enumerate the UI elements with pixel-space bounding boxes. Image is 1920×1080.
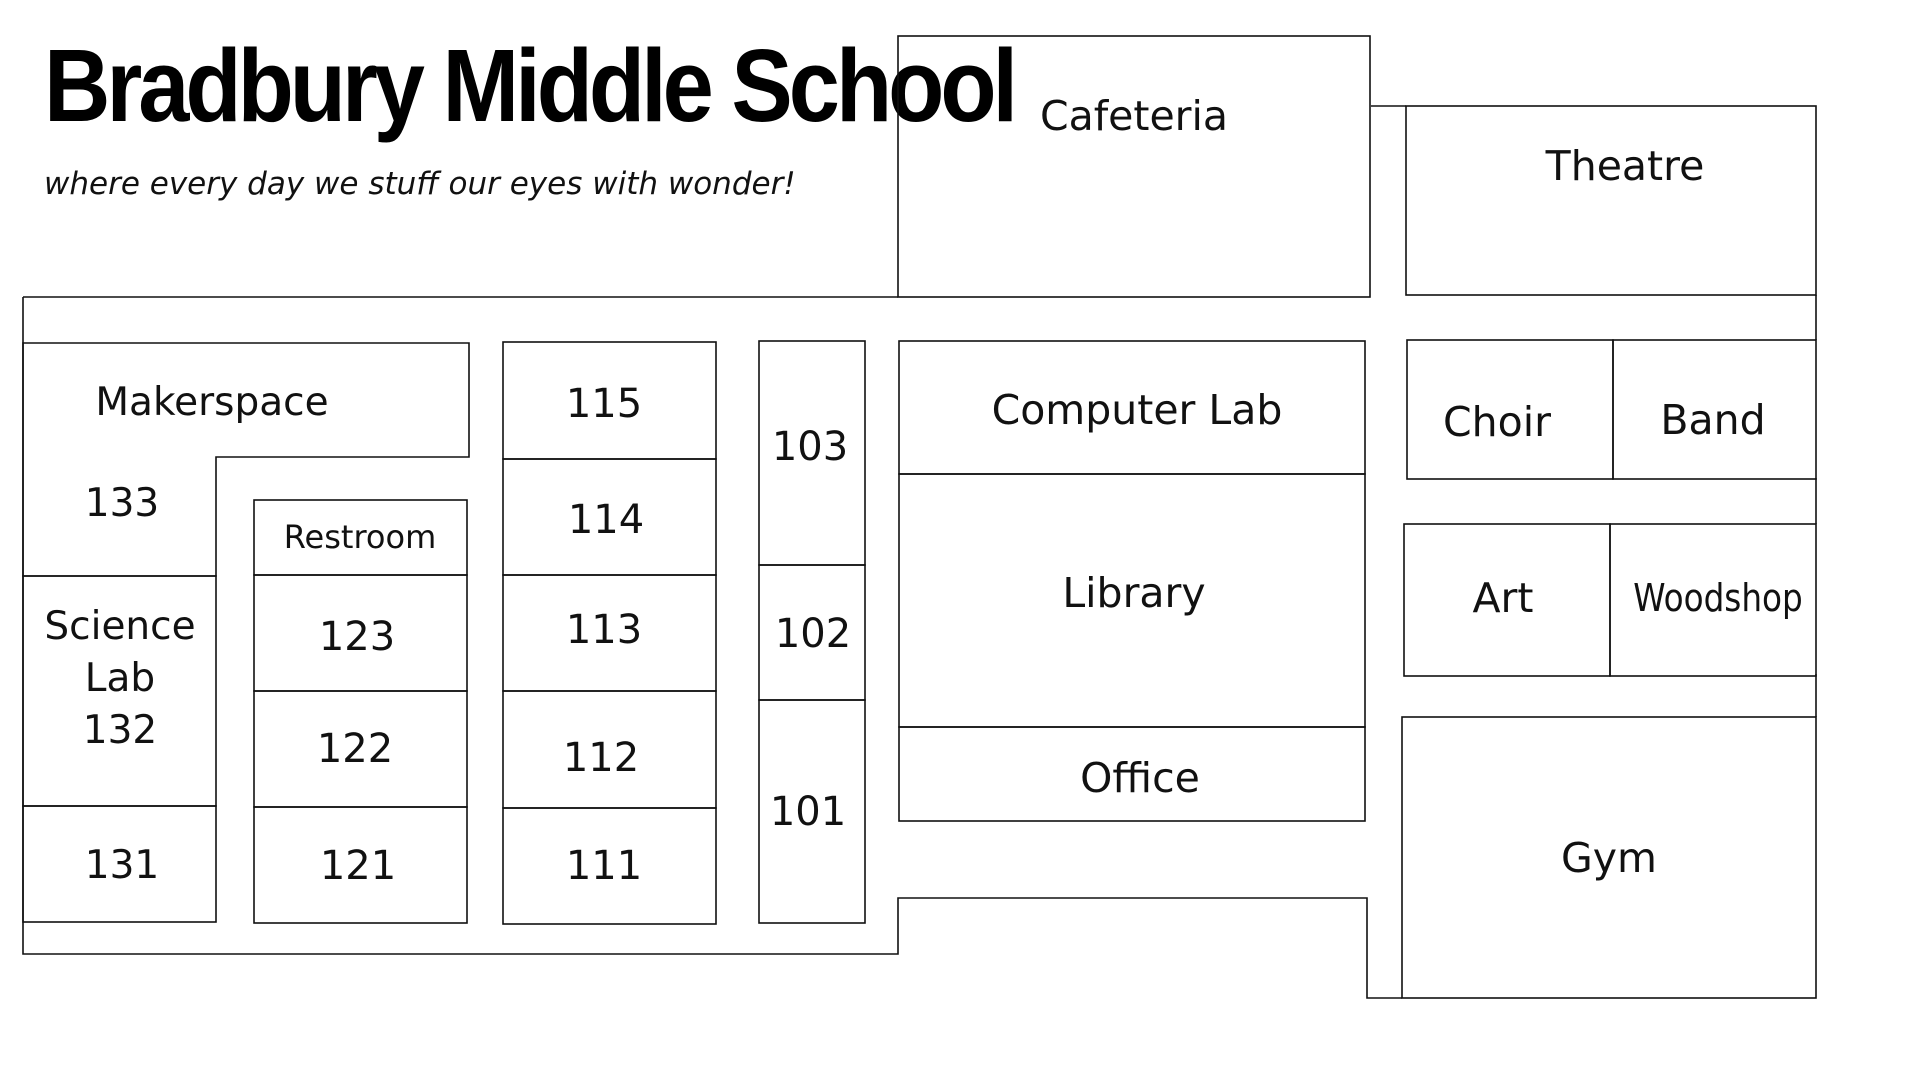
label-science-lab-line1: Science <box>44 604 195 649</box>
label-114: 114 <box>568 497 644 543</box>
label-office: Office <box>1080 754 1200 802</box>
label-cafeteria: Cafeteria <box>1040 92 1228 140</box>
room-111[interactable] <box>502 807 717 925</box>
right-wing-outline <box>1371 105 1817 717</box>
room-121[interactable] <box>253 806 468 924</box>
label-science-lab-line2: Lab <box>85 656 155 701</box>
label-science-lab-line3: 132 <box>83 708 157 753</box>
label-115: 115 <box>566 381 642 427</box>
label-band: Band <box>1660 396 1765 444</box>
corridor-outline <box>22 296 1402 999</box>
label-library: Library <box>1062 569 1205 617</box>
label-123: 123 <box>319 614 395 660</box>
label-computer-lab: Computer Lab <box>992 386 1283 434</box>
room-band[interactable] <box>1612 339 1817 480</box>
label-restroom: Restroom <box>284 518 436 556</box>
label-133: 133 <box>85 481 159 526</box>
label-woodshop: Woodshop <box>1633 577 1803 621</box>
room-theatre[interactable] <box>1405 105 1817 296</box>
school-tagline: where every day we stuff our eyes with w… <box>44 166 796 202</box>
label-113: 113 <box>566 607 642 653</box>
label-102: 102 <box>775 611 851 657</box>
label-theatre: Theatre <box>1545 142 1705 190</box>
room-cafeteria[interactable] <box>897 35 1371 298</box>
label-111: 111 <box>566 843 642 889</box>
label-121: 121 <box>320 843 396 889</box>
label-122: 122 <box>317 726 393 772</box>
label-choir: Choir <box>1443 398 1551 446</box>
label-112: 112 <box>563 735 639 781</box>
room-101[interactable] <box>758 699 866 924</box>
label-103: 103 <box>772 424 848 470</box>
room-woodshop[interactable] <box>1609 523 1817 677</box>
label-gym: Gym <box>1561 834 1657 882</box>
label-101: 101 <box>770 789 846 835</box>
room-131[interactable] <box>22 805 217 923</box>
label-131: 131 <box>85 843 159 888</box>
room-gym[interactable] <box>1401 716 1817 999</box>
label-art: Art <box>1473 574 1534 622</box>
room-office[interactable] <box>898 726 1366 822</box>
school-title: Bradbury Middle School <box>44 29 1018 144</box>
label-makerspace: Makerspace <box>95 380 328 425</box>
